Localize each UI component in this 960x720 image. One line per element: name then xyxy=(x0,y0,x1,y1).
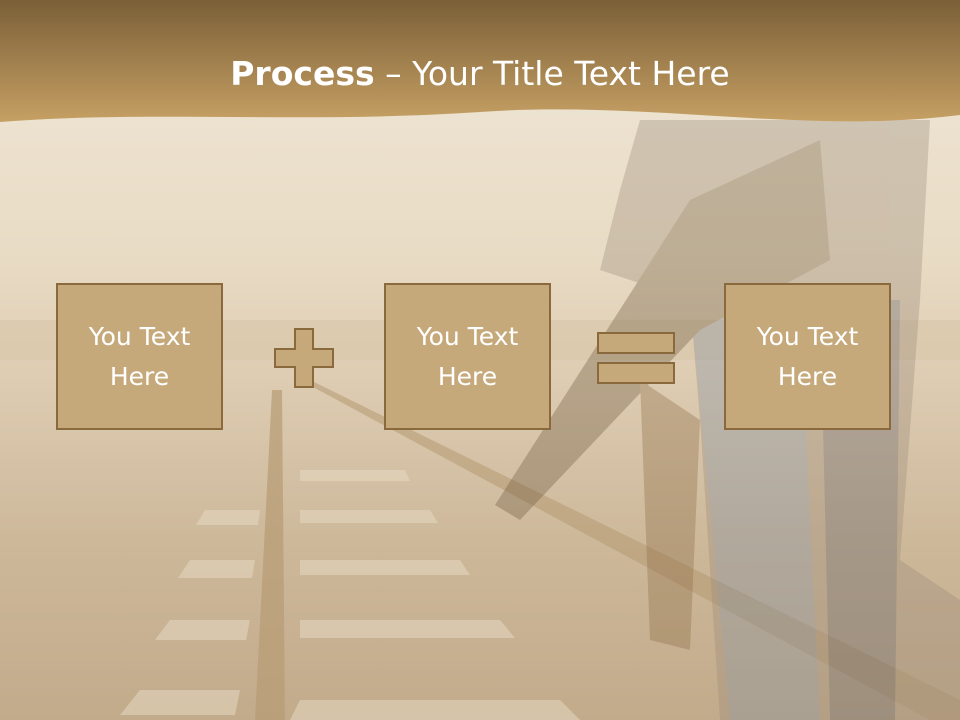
process-box-2[interactable]: You Text Here xyxy=(384,283,551,430)
process-box-2-text: You Text Here xyxy=(416,321,519,391)
process-box-1-text: You Text Here xyxy=(88,321,191,391)
plus-icon xyxy=(274,328,334,388)
process-box-3-text: You Text Here xyxy=(756,321,859,391)
title-banner xyxy=(0,0,960,122)
title-bold: Process xyxy=(230,54,375,93)
page-title: Process – Your Title Text Here xyxy=(0,52,960,96)
equals-icon xyxy=(597,332,675,384)
title-dash: – xyxy=(374,54,413,93)
process-box-1[interactable]: You Text Here xyxy=(56,283,223,430)
title-rest: Your Title Text Here xyxy=(412,54,730,93)
process-box-3[interactable]: You Text Here xyxy=(724,283,891,430)
